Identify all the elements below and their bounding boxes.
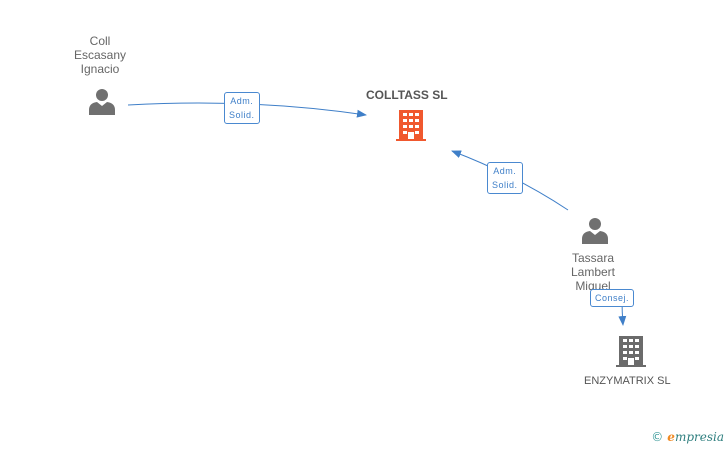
person-name-tassara[interactable]: Tassara Lambert Miquel [570, 251, 616, 293]
copyright-symbol: © [651, 430, 664, 444]
person-name-coll[interactable]: Coll Escasany Ignacio [73, 34, 127, 76]
company-name-colltass[interactable]: COLLTASS SL [366, 88, 448, 102]
person-icon[interactable] [89, 89, 115, 115]
brand-initial: e [667, 430, 675, 444]
building-icon[interactable] [616, 336, 646, 367]
company-name-enzymatrix[interactable]: ENZYMATRIX SL [584, 375, 671, 387]
relationship-label-adm-solid: Adm. Solid. [487, 162, 523, 194]
brand-rest: mpresia [674, 430, 724, 444]
empresia-logo: ©empresia [651, 430, 724, 444]
relationship-label-consej: Consej. [590, 289, 635, 307]
relationship-label-adm-solid: Adm. Solid. [224, 92, 260, 124]
person-icon[interactable] [582, 218, 608, 244]
building-icon[interactable] [396, 110, 426, 141]
